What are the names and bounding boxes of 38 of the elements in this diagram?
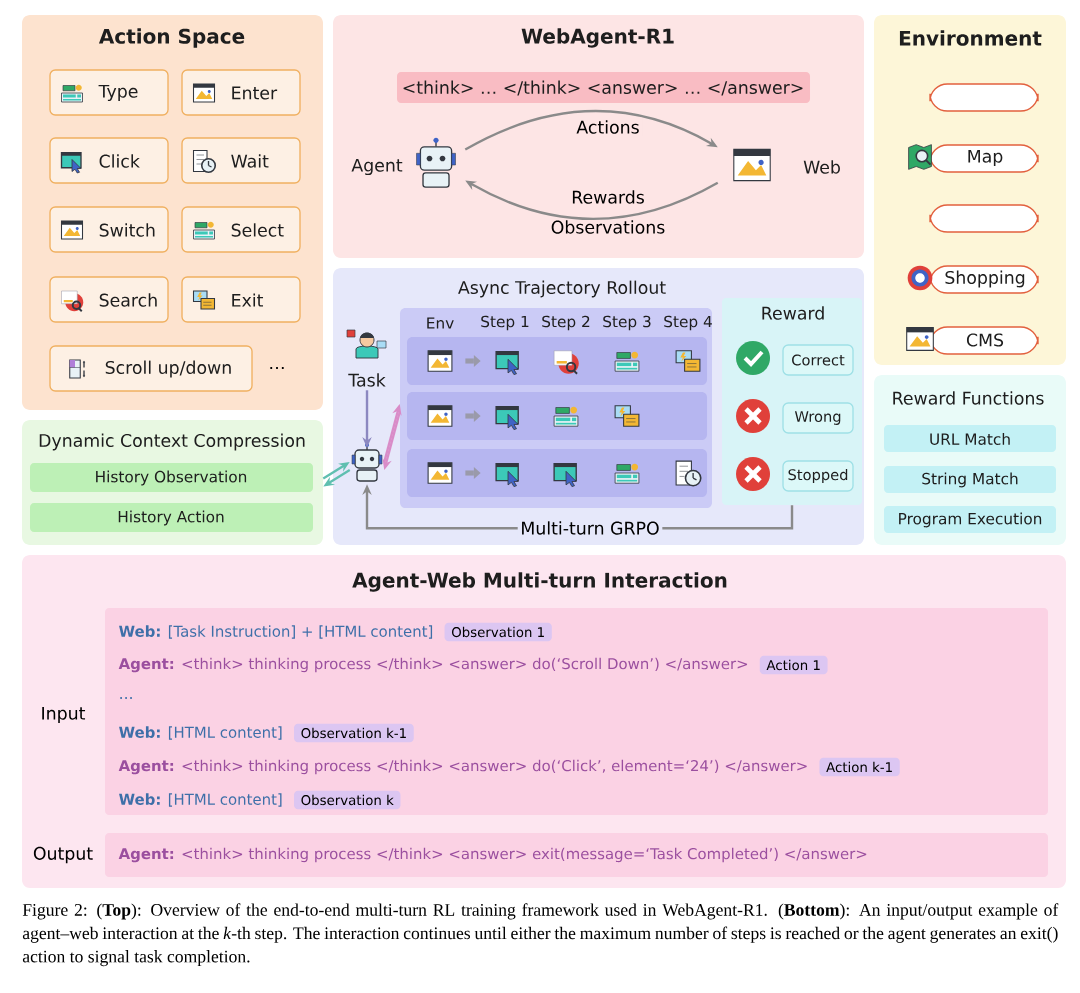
agent-label: Agent	[351, 158, 403, 176]
side-label: Output	[33, 846, 93, 864]
environment-pill	[929, 83, 1039, 112]
action-button: Click	[49, 137, 169, 184]
result-box: Correct	[782, 344, 854, 376]
think-banner: <think> … </think> <answer> … </answer>	[397, 72, 810, 103]
memory-box: History Observation	[30, 463, 313, 492]
node-label: …	[120, 697, 132, 699]
memory-box: History Action	[30, 503, 313, 532]
node-label: Web: [HTML content]	[119, 793, 282, 807]
result-box: Wrong	[782, 402, 854, 434]
task-label: Task	[348, 373, 386, 387]
environment-pill: Shopping	[929, 265, 1039, 294]
robot-icon	[351, 443, 383, 482]
action-button: Scroll up/down	[49, 345, 253, 392]
action-button: Wait	[181, 137, 301, 184]
output-box: Agent: <think> thinking process </think> <answer> exit(message=‘Task Completed’) </answer>	[105, 833, 1048, 877]
action-button: Type	[49, 69, 169, 116]
action-button: Switch	[49, 206, 169, 253]
function-box: Program Execution	[884, 506, 1056, 533]
note-text: Observations	[551, 220, 665, 234]
side-label: Input	[42, 706, 86, 724]
function-box: String Match	[884, 466, 1056, 493]
function-box: URL Match	[884, 425, 1056, 452]
caption: Figure 2: (Top): Overview of the end-to-end multi-turn RL training framework used in WebAgent-R1. (Bottom): An input/output example of agent–web interaction at the k-th step. The interaction continues until either the maximum number of steps is reached or the agent generates an exit() action to signal task completion.	[22, 903, 1059, 967]
node-label: Web: [Task Instruction] + [HTML content]	[119, 625, 433, 639]
web-label: Web	[803, 160, 840, 174]
environment-pill	[929, 204, 1039, 233]
node-label: Web: [HTML content]	[119, 726, 282, 740]
node-label: Agent: <think> thinking process </think> <answer> do(‘Scroll Down’) </answer>	[118, 657, 748, 673]
result-box: Stopped	[782, 460, 854, 492]
node-label: Agent: <think> thinking process </think> <answer> do(‘Click’, element=‘24’) </answer>	[118, 759, 807, 775]
action-button: Enter	[181, 69, 301, 116]
note-text: …	[270, 366, 284, 370]
environment-pill: Map	[929, 144, 1039, 173]
action-button: Search	[49, 276, 169, 323]
action-button: Select	[181, 206, 301, 253]
action-button: Exit	[181, 276, 301, 323]
